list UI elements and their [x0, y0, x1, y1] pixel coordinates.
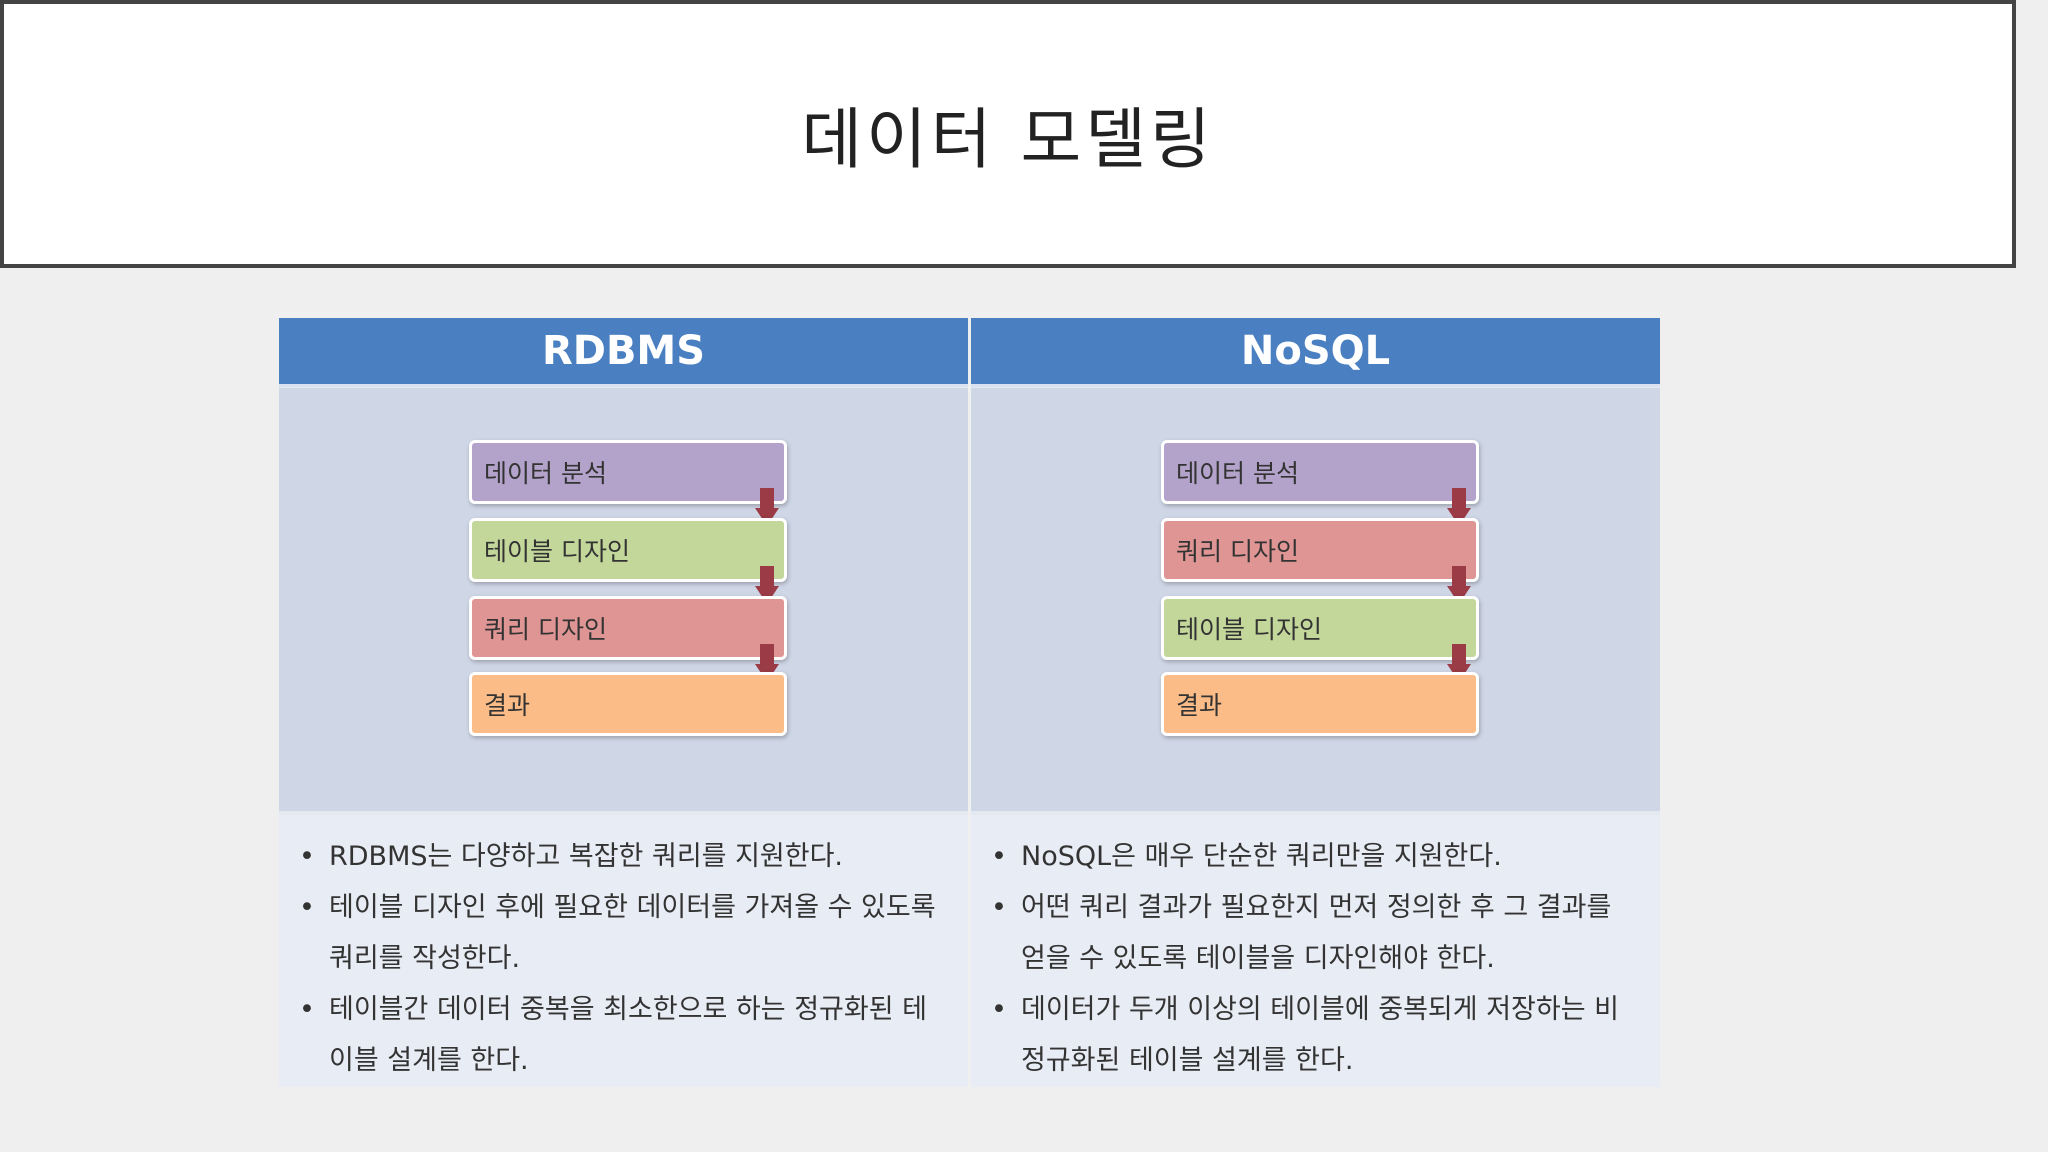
nosql-bullet-3: •데이터가 두개 이상의 테이블에 중복되게 저장하는 비정규화된 테이블 설계…: [991, 994, 1619, 1076]
rdbms-bullet-1: •RDBMS는 다양하고 복잡한 쿼리를 지원한다.: [299, 841, 844, 872]
rdbms-description: •RDBMS는 다양하고 복잡한 쿼리를 지원한다. •테이블 디자인 후에 필…: [279, 815, 968, 1087]
rdbms-step-3: 쿼리 디자인: [469, 596, 787, 660]
down-arrow-icon: [755, 566, 779, 604]
rdbms-flow: 데이터 분석 테이블 디자인 쿼리 디자인 결과: [279, 388, 968, 811]
comparison-diagram: RDBMS 데이터 분석 테이블 디자인 쿼리 디자인 결과 •RDBMS는 다…: [279, 318, 1661, 1087]
nosql-step-1: 데이터 분석: [1161, 440, 1479, 504]
nosql-step-2: 쿼리 디자인: [1161, 518, 1479, 582]
nosql-description: •NoSQL은 매우 단순한 쿼리만을 지원한다. •어떤 쿼리 결과가 필요한…: [971, 815, 1660, 1087]
rdbms-bullet-2: •테이블 디자인 후에 필요한 데이터를 가져올 수 있도록 쿼리를 작성한다.: [299, 892, 936, 974]
down-arrow-icon: [1447, 488, 1471, 526]
nosql-column: NoSQL 데이터 분석 쿼리 디자인 테이블 디자인 결과 •NoSQL은 매…: [971, 318, 1660, 1087]
nosql-step-3: 테이블 디자인: [1161, 596, 1479, 660]
title-box: 데이터 모델링: [0, 0, 2016, 268]
nosql-bullet-1: •NoSQL은 매우 단순한 쿼리만을 지원한다.: [991, 841, 1502, 872]
rdbms-step-4: 결과: [469, 672, 787, 736]
nosql-flow: 데이터 분석 쿼리 디자인 테이블 디자인 결과: [971, 388, 1660, 811]
page-title: 데이터 모델링: [801, 101, 1215, 178]
nosql-header: NoSQL: [971, 318, 1660, 387]
rdbms-step-2: 테이블 디자인: [469, 518, 787, 582]
down-arrow-icon: [755, 488, 779, 526]
nosql-bullet-2: •어떤 쿼리 결과가 필요한지 먼저 정의한 후 그 결과를 얻을 수 있도록 …: [991, 892, 1612, 974]
rdbms-step-1: 데이터 분석: [469, 440, 787, 504]
rdbms-header: RDBMS: [279, 318, 968, 387]
down-arrow-icon: [1447, 566, 1471, 604]
rdbms-column: RDBMS 데이터 분석 테이블 디자인 쿼리 디자인 결과 •RDBMS는 다…: [279, 318, 968, 1087]
nosql-step-4: 결과: [1161, 672, 1479, 736]
rdbms-bullet-3: •테이블간 데이터 중복을 최소한으로 하는 정규화된 테이블 설계를 한다.: [299, 994, 927, 1076]
